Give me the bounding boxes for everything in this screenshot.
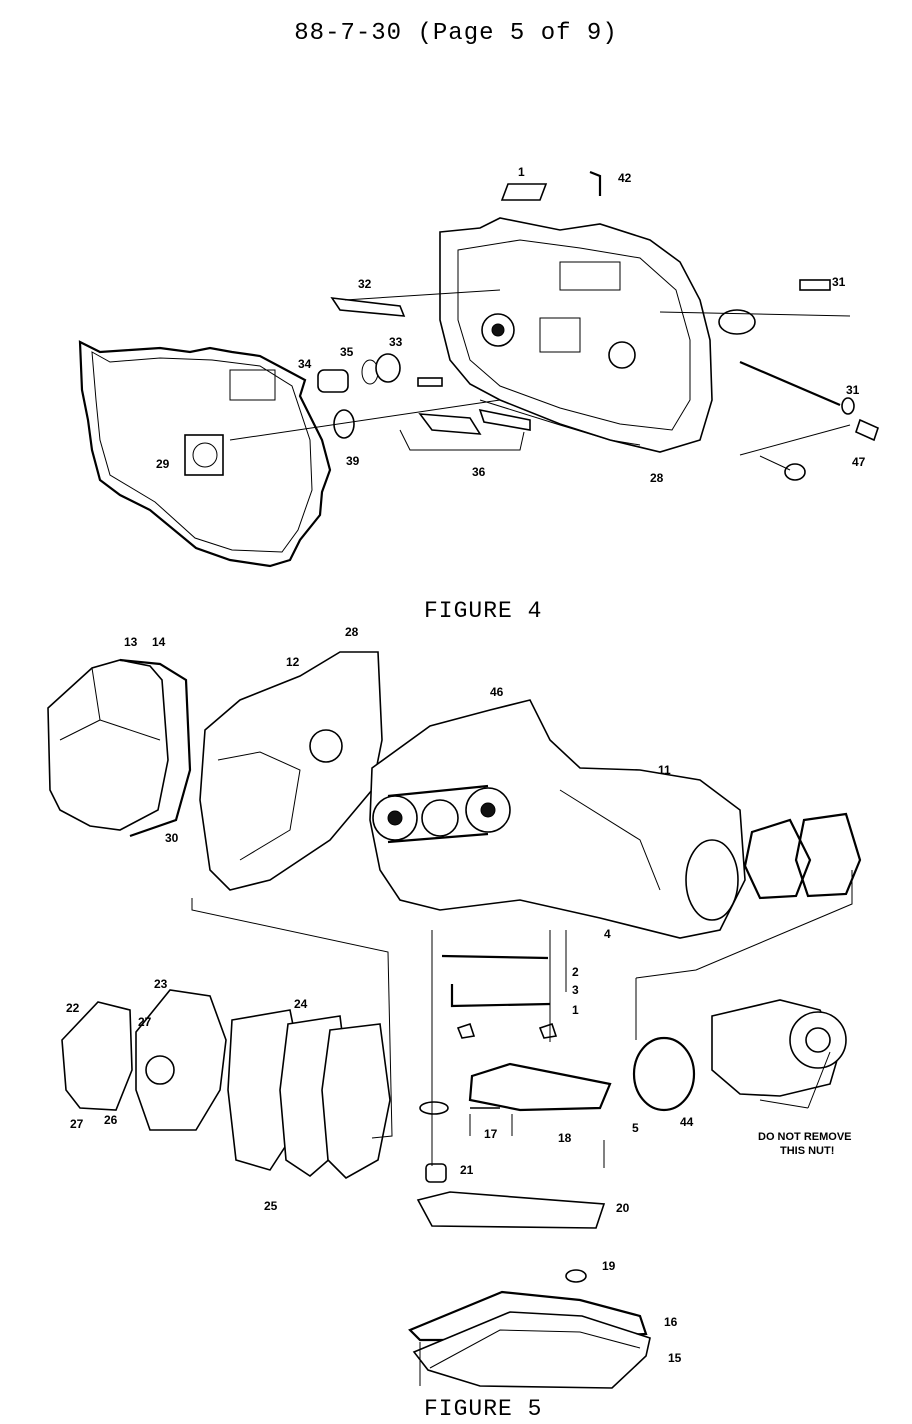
callout: 13 bbox=[124, 635, 138, 649]
callout: 23 bbox=[154, 977, 168, 991]
figure4-drawing bbox=[78, 170, 879, 568]
gasket-29 bbox=[78, 340, 332, 568]
callout: 26 bbox=[104, 1113, 118, 1127]
figure5-drawing bbox=[47, 651, 862, 1389]
callout: 44 bbox=[680, 1115, 694, 1129]
case-28 bbox=[439, 217, 713, 453]
callout: 25 bbox=[264, 1199, 278, 1213]
gasket-16 bbox=[408, 1290, 648, 1342]
callout: 28 bbox=[345, 625, 359, 639]
callout: 47 bbox=[852, 455, 866, 469]
callout: 21 bbox=[460, 1163, 474, 1177]
callout: 32 bbox=[358, 277, 372, 291]
callout: 46 bbox=[490, 685, 504, 699]
callout: 31 bbox=[832, 275, 846, 289]
callout: 29 bbox=[156, 457, 170, 471]
callout: 3 bbox=[572, 983, 579, 997]
callout: 24 bbox=[294, 997, 308, 1011]
callout: 18 bbox=[558, 1131, 572, 1145]
callout: 20 bbox=[616, 1201, 630, 1215]
callout: 33 bbox=[389, 335, 403, 349]
cover-13 bbox=[47, 659, 169, 831]
figure-4-caption: FIGURE 4 bbox=[424, 598, 543, 624]
figure5-callouts: 13 14 28 12 46 11 30 4 2 3 1 22 23 24 27… bbox=[66, 625, 852, 1365]
page-title: 88-7-30 (Page 5 of 9) bbox=[294, 20, 618, 47]
callout: 15 bbox=[668, 1351, 682, 1365]
pan-15 bbox=[412, 1311, 651, 1389]
warning-note: DO NOT REMOVE bbox=[758, 1131, 852, 1143]
callout: 14 bbox=[152, 635, 166, 649]
callout: 17 bbox=[484, 1127, 498, 1141]
callout: 35 bbox=[340, 345, 354, 359]
callout: 22 bbox=[66, 1001, 80, 1015]
callout: 11 bbox=[658, 763, 671, 777]
callout: 27 bbox=[138, 1015, 152, 1029]
figure4-callouts: 1 42 31 32 33 35 34 39 36 29 28 31 47 bbox=[156, 165, 866, 485]
figure-5-caption: FIGURE 5 bbox=[424, 1396, 543, 1422]
callout: 28 bbox=[650, 471, 664, 485]
callout: 5 bbox=[632, 1121, 639, 1135]
callout: 1 bbox=[572, 1003, 579, 1017]
callout: 27 bbox=[70, 1117, 84, 1131]
callout: 19 bbox=[602, 1259, 616, 1273]
callout: 12 bbox=[286, 655, 300, 669]
callout: 30 bbox=[165, 831, 179, 845]
callout: 2 bbox=[572, 965, 579, 979]
filter-20 bbox=[416, 1191, 606, 1229]
callout: 42 bbox=[618, 171, 632, 185]
callout: 34 bbox=[298, 357, 312, 371]
callout: 36 bbox=[472, 465, 486, 479]
callout: 16 bbox=[664, 1315, 678, 1329]
callout: 39 bbox=[346, 454, 360, 468]
gasket-14 bbox=[119, 658, 192, 838]
warning-note: THIS NUT! bbox=[780, 1145, 834, 1157]
callout: 4 bbox=[604, 927, 611, 941]
callout: 31 bbox=[846, 383, 860, 397]
callout: 1 bbox=[518, 165, 525, 179]
